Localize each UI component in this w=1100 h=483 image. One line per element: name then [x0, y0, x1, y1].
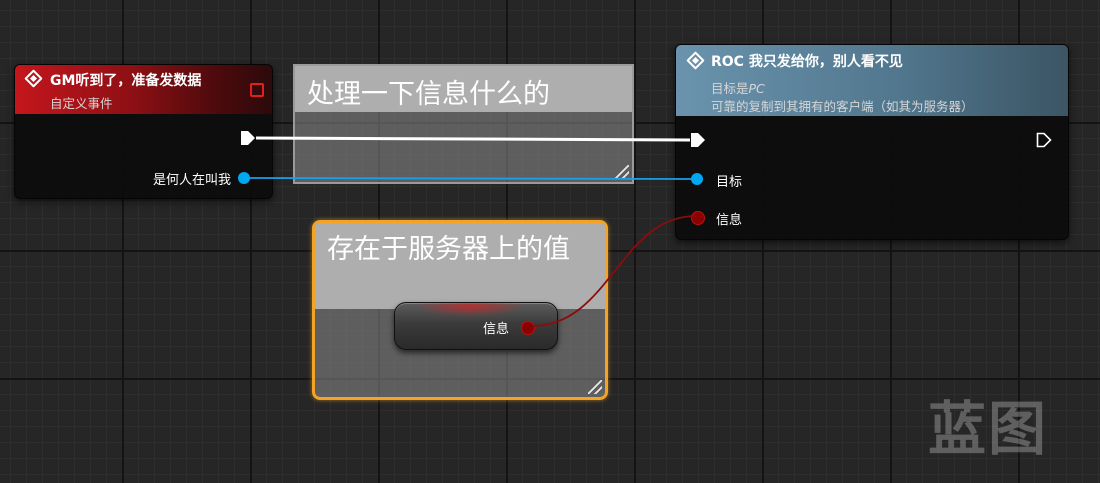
object-out-pin[interactable] — [238, 172, 250, 184]
delegate-pin-icon[interactable] — [250, 83, 264, 97]
output-pin-label: 是何人在叫我 — [152, 173, 231, 188]
roc-replication: 可靠的复制到其拥有的客户端（如其为服务器） — [711, 99, 974, 114]
resize-handle-icon[interactable] — [615, 165, 629, 179]
variable-label: 信息 — [483, 322, 510, 337]
exec-in-pin[interactable] — [690, 132, 706, 148]
roc-function-node[interactable]: ROC 我只发给你，别人看不见 目标是PC 可靠的复制到其拥有的客户端（如其为服… — [675, 44, 1069, 240]
comment-box-process[interactable]: 处理一下信息什么的 — [293, 64, 634, 184]
roc-node-header[interactable]: ROC 我只发给你，别人看不见 目标是PC 可靠的复制到其拥有的客户端（如其为服… — [676, 45, 1068, 116]
event-subtitle: 自定义事件 — [50, 96, 113, 111]
event-diamond-icon — [24, 69, 43, 88]
variable-color-glow — [415, 303, 525, 317]
roc-target-value: PC — [748, 81, 765, 96]
function-diamond-icon — [686, 51, 705, 70]
comment-title[interactable]: 处理一下信息什么的 — [295, 66, 632, 112]
event-node-header[interactable]: GM听到了，准备发数据 自定义事件 — [15, 65, 272, 114]
roc-target-prefix: 目标是 — [711, 81, 749, 96]
target-pin-label: 目标 — [716, 175, 743, 190]
exec-then-pin[interactable] — [1036, 132, 1052, 148]
exec-out-pin[interactable] — [240, 130, 256, 146]
info-pin-label: 信息 — [716, 213, 743, 228]
info-in-pin[interactable] — [691, 211, 705, 225]
comment-title[interactable]: 存在于服务器上的值 — [315, 223, 605, 309]
variable-getter-node[interactable]: 信息 — [394, 302, 558, 350]
struct-out-pin[interactable] — [521, 321, 535, 335]
watermark: 蓝图 — [928, 395, 1049, 463]
event-title: GM听到了，准备发数据 — [50, 73, 202, 89]
roc-target-line: 目标是PC — [711, 78, 765, 97]
roc-title: ROC 我只发给你，别人看不见 — [711, 54, 903, 70]
target-in-pin[interactable] — [691, 173, 703, 185]
resize-handle-icon[interactable] — [588, 380, 602, 394]
custom-event-node[interactable]: GM听到了，准备发数据 自定义事件 是何人在叫我 — [14, 64, 273, 199]
